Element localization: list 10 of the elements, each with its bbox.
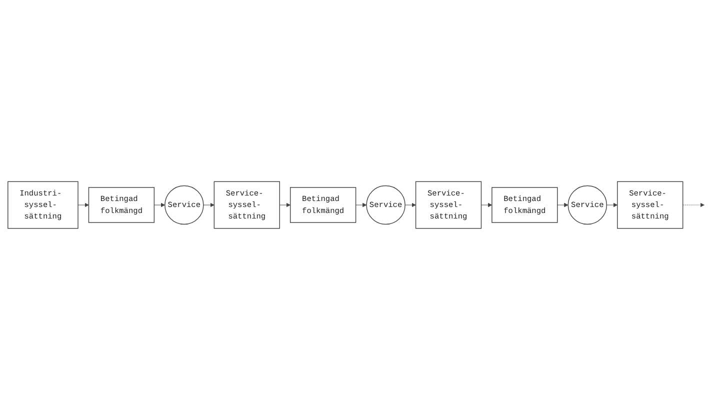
node-box <box>290 187 356 223</box>
node-box <box>415 181 482 229</box>
node-box <box>214 181 280 229</box>
node-box <box>492 187 558 223</box>
node-box <box>8 181 78 229</box>
node-box <box>88 187 155 223</box>
node-box <box>617 181 684 229</box>
node-circle <box>568 185 608 225</box>
node-circle <box>366 185 406 225</box>
node-circle <box>164 185 204 225</box>
